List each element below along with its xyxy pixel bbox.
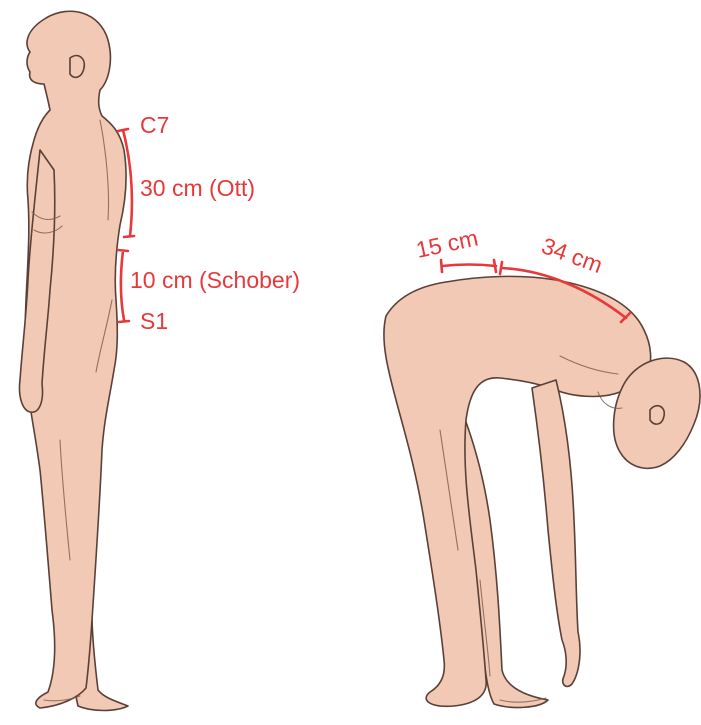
bending-figure	[384, 276, 700, 707]
schober-label: 10 cm (Schober)	[130, 267, 300, 293]
c7-label: C7	[140, 112, 169, 138]
bending-arm	[532, 380, 580, 686]
schober-bracket	[118, 250, 129, 322]
lumbar-bracket	[441, 260, 496, 272]
bending-body	[384, 276, 651, 706]
bending-ear	[650, 406, 664, 424]
standing-measurements: C7 30 cm (Ott) 10 cm (Schober) S1	[118, 112, 300, 334]
s1-label: S1	[140, 308, 168, 334]
ott-label: 30 cm (Ott)	[140, 175, 255, 201]
standing-ear	[70, 56, 84, 78]
standing-figure	[19, 11, 128, 710]
lumbar-flexion-label: 15 cm	[414, 224, 481, 262]
thoracic-flexion-label: 34 cm	[538, 232, 606, 278]
